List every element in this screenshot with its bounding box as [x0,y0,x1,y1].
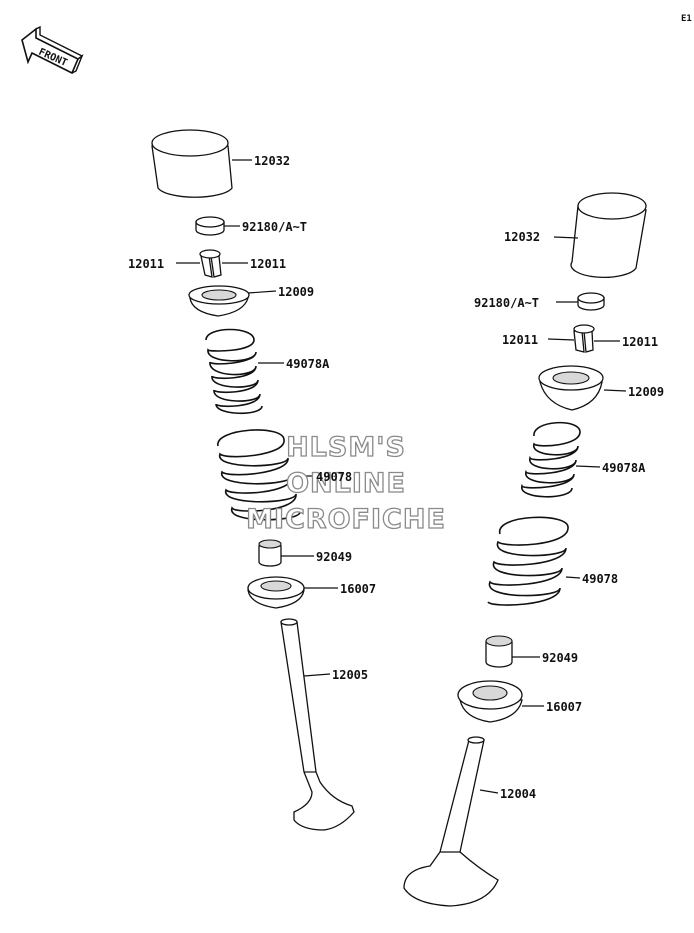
leader-lines [176,159,627,794]
left-shim [195,216,225,236]
right-inner-spring [521,421,581,498]
callout-right-seal: 92049 [542,651,578,665]
right-seal [485,635,513,668]
callout-right-retainer: 12009 [628,385,664,399]
right-valve-assembly [403,192,647,907]
callout-labels: 12032 92180/A~T 12011 12011 12009 49078A… [128,154,664,801]
callout-right-keeper-b: 12011 [622,335,658,349]
watermark-line-3: MICROFICHE [246,504,446,535]
left-retainer [188,285,250,317]
callout-left-seat: 16007 [340,582,376,596]
callout-right-inner-spring: 49078A [602,461,646,475]
callout-right-outer-spring: 49078 [582,572,618,586]
callout-left-outer-spring: 49078 [316,470,352,484]
right-tappet [570,192,647,279]
callout-left-keeper-b: 12011 [250,257,286,271]
watermark-line-2: ONLINE [286,468,406,499]
callout-left-retainer: 12009 [278,285,314,299]
watermark: HLSM'S ONLINE MICROFICHE [245,431,446,535]
callout-left-seal: 92049 [316,550,352,564]
front-arrow-icon: FRONT [21,25,84,75]
left-valve-assembly [151,129,355,831]
callout-left-inner-spring: 49078A [286,357,330,371]
right-outer-spring [487,516,569,606]
left-keepers [199,249,222,278]
right-seat [457,680,523,723]
left-tappet [151,129,233,198]
left-seat [247,576,305,609]
callout-left-keeper-a: 12011 [128,257,164,271]
page-corner-code: E1 [681,14,692,24]
callout-right-valve: 12004 [500,787,536,801]
callout-right-tappet: 12032 [504,230,540,244]
right-retainer [538,365,604,411]
left-outer-spring [217,429,301,521]
right-valve [403,736,499,907]
callout-left-tappet: 12032 [254,154,290,168]
watermark-line-1: HLSM'S [286,432,406,463]
left-inner-spring [205,328,263,415]
right-shim [577,292,605,311]
callout-right-shim: 92180/A~T [474,296,539,310]
left-valve [280,618,355,831]
callout-left-shim: 92180/A~T [242,220,307,234]
right-keepers [573,324,595,353]
callout-left-valve: 12005 [332,668,368,682]
left-seal [258,539,282,567]
callout-right-keeper-a: 12011 [502,333,538,347]
callout-right-seat: 16007 [546,700,582,714]
